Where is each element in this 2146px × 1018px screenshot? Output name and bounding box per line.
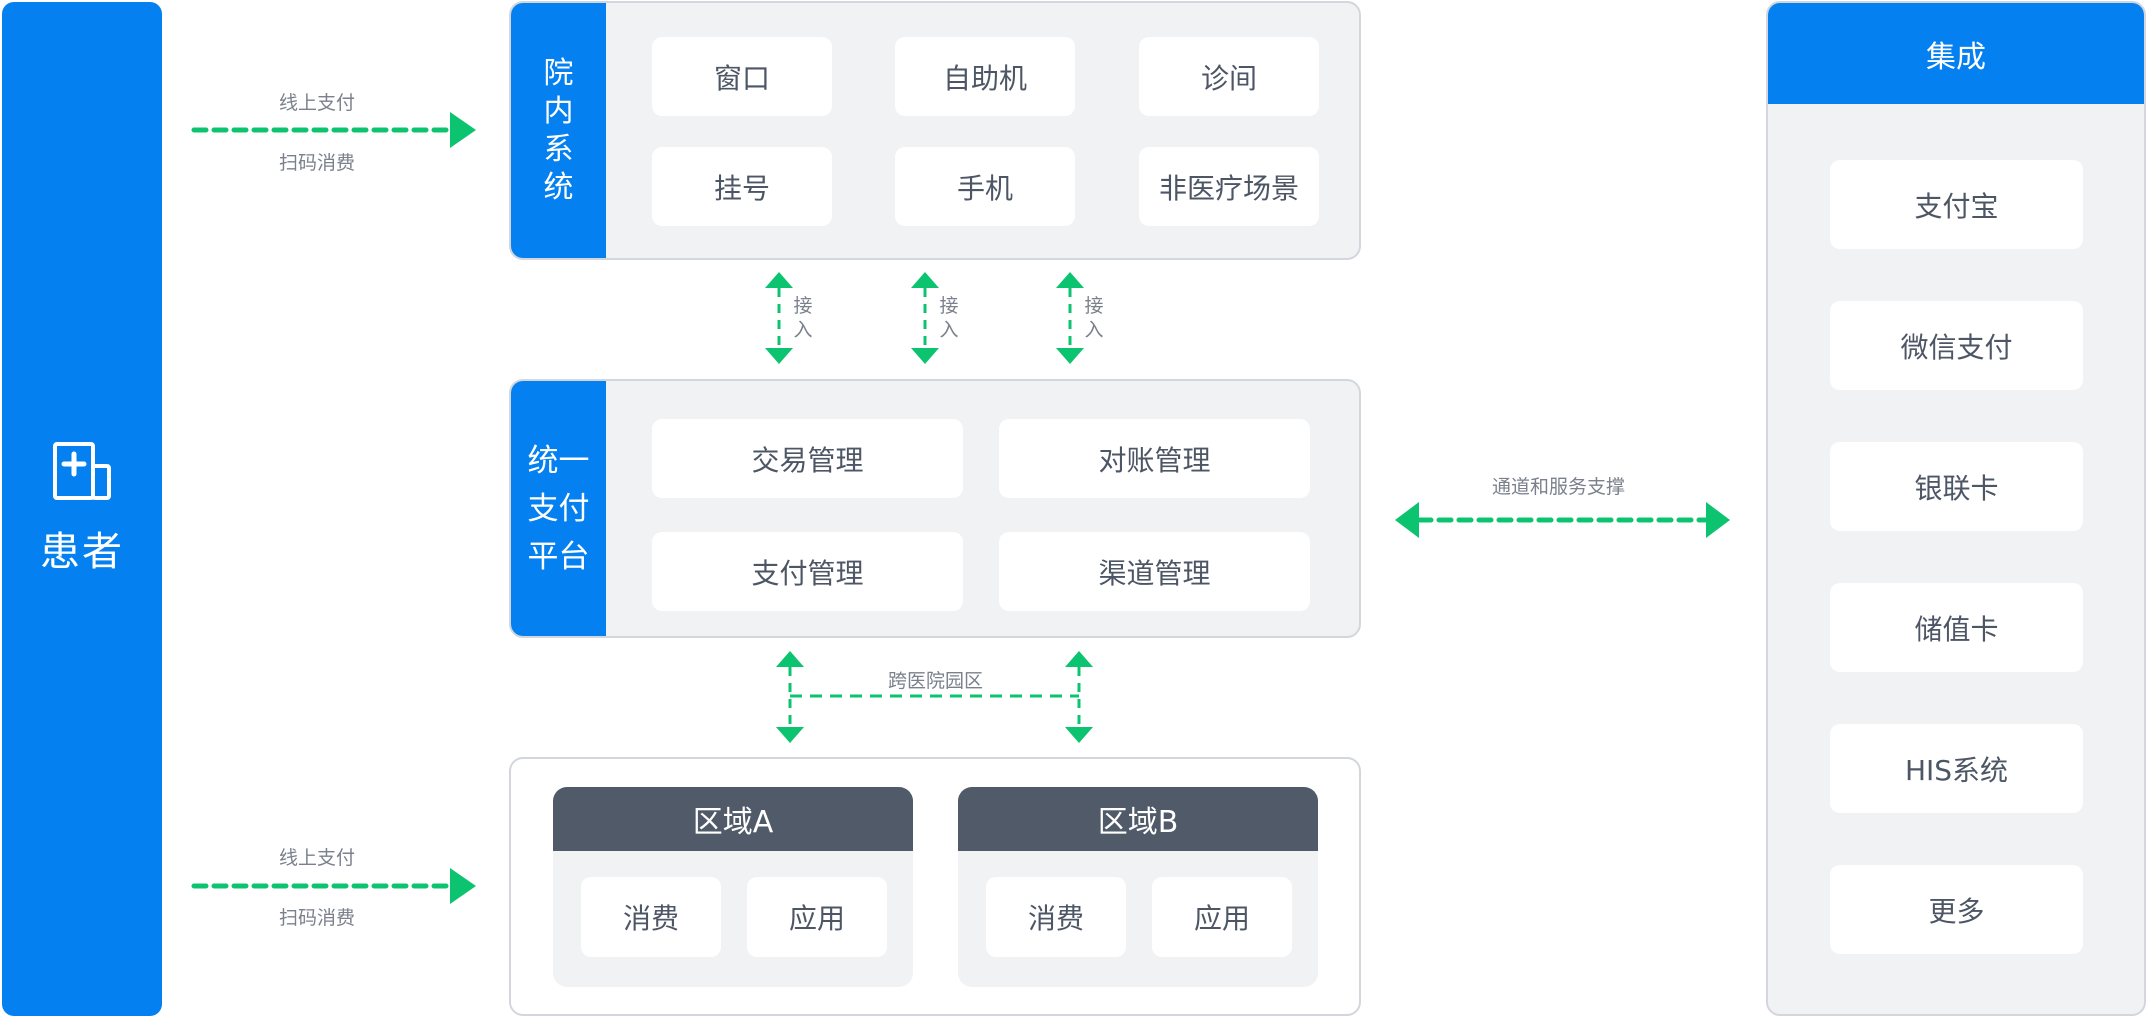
title-char: 统 (543, 169, 574, 205)
item-clinic-room[interactable]: 诊间 (1139, 37, 1319, 116)
title-char: 院 (543, 55, 574, 91)
integration-stored-value-card[interactable]: 储值卡 (1830, 583, 2083, 672)
flow-bottom-arrow (191, 868, 476, 904)
integration-alipay[interactable]: 支付宝 (1830, 160, 2083, 249)
patient-block: 患者 (2, 2, 162, 1016)
region-b-apply[interactable]: 应用 (1152, 877, 1292, 957)
title-char: 系 (543, 131, 574, 167)
title-line: 支付 (527, 490, 590, 527)
item-channel-mgmt[interactable]: 渠道管理 (999, 532, 1310, 611)
integration-his[interactable]: HIS系统 (1830, 724, 2083, 813)
flow-top-label-below: 扫码消费 (279, 152, 356, 174)
flow-bottom-label-above: 线上支付 (279, 847, 356, 869)
region-b-title: 区域B (958, 787, 1318, 851)
region-a-apply[interactable]: 应用 (747, 877, 887, 957)
region-a-title: 区域A (553, 787, 913, 851)
item-non-medical[interactable]: 非医疗场景 (1139, 147, 1319, 226)
access-arrow-1 (765, 272, 793, 364)
region-a: 区域A 消费 应用 (553, 787, 913, 987)
patient-label: 患者 (40, 529, 124, 575)
region-b-consume[interactable]: 消费 (986, 877, 1126, 957)
title-char: 内 (543, 93, 574, 129)
hospital-system-panel: 院 内 系 统 窗口 自助机 诊间 挂号 手机 非医疗场景 (509, 1, 1361, 260)
hospital-record-icon (53, 442, 111, 500)
integration-title: 集成 (1768, 3, 2144, 104)
access-label-1: 接入 (793, 295, 813, 341)
integration-panel: 集成 支付宝 微信支付 银联卡 储值卡 HIS系统 更多 (1766, 1, 2146, 1016)
flow-top-label-above: 线上支付 (279, 92, 356, 114)
flow-bottom-label-below: 扫码消费 (279, 907, 356, 929)
access-arrow-2 (911, 272, 939, 364)
item-transaction-mgmt[interactable]: 交易管理 (652, 419, 963, 498)
region-a-consume[interactable]: 消费 (581, 877, 721, 957)
regions-panel: 区域A 消费 应用 区域B 消费 应用 (509, 757, 1361, 1016)
item-mobile[interactable]: 手机 (895, 147, 1075, 226)
channel-support-arrow (1395, 502, 1730, 538)
access-arrow-3 (1056, 272, 1084, 364)
payment-platform-title: 统一 支付 平台 (511, 381, 606, 636)
channel-support-label: 通道和服务支撑 (1492, 476, 1626, 498)
title-line: 平台 (527, 538, 590, 575)
access-label-3: 接入 (1084, 295, 1104, 341)
cross-campus-arrows (776, 651, 1093, 743)
item-payment-mgmt[interactable]: 支付管理 (652, 532, 963, 611)
region-b: 区域B 消费 应用 (958, 787, 1318, 987)
integration-unionpay[interactable]: 银联卡 (1830, 442, 2083, 531)
title-line: 统一 (527, 442, 590, 479)
item-reconciliation-mgmt[interactable]: 对账管理 (999, 419, 1310, 498)
cross-campus-label: 跨医院园区 (888, 670, 984, 692)
flow-top-arrow (191, 112, 476, 148)
item-kiosk[interactable]: 自助机 (895, 37, 1075, 116)
integration-more[interactable]: 更多 (1830, 865, 2083, 954)
access-label-2: 接入 (939, 295, 959, 341)
item-window[interactable]: 窗口 (652, 37, 832, 116)
integration-wechat-pay[interactable]: 微信支付 (1830, 301, 2083, 390)
hospital-system-title: 院 内 系 统 (511, 3, 606, 258)
payment-platform-panel: 统一 支付 平台 交易管理 对账管理 支付管理 渠道管理 (509, 379, 1361, 638)
item-registration[interactable]: 挂号 (652, 147, 832, 226)
